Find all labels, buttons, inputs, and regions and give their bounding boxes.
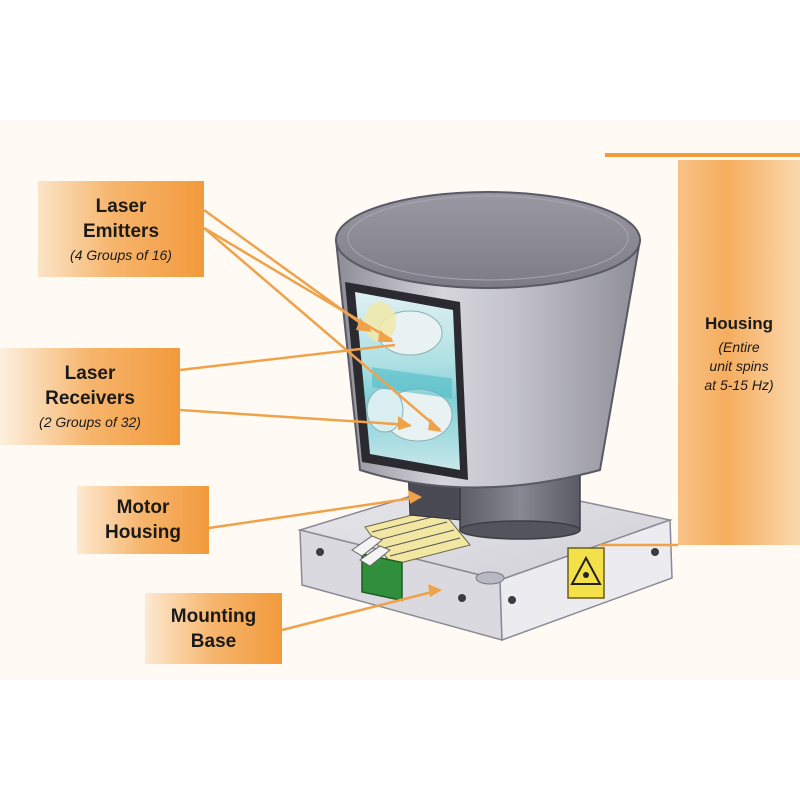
label-laser-emitters-sub: (4 Groups of 16) xyxy=(70,246,172,263)
label-housing-sub: (Entire unit spins at 5-15 Hz) xyxy=(704,338,774,393)
leader-arrowheads xyxy=(356,318,442,597)
leader-lines xyxy=(179,208,678,632)
label-mounting-base-title: Mounting Base xyxy=(170,605,257,652)
label-laser-emitters-title: Laser Emitters xyxy=(82,195,160,242)
label-motor-housing: Motor Housing xyxy=(77,486,209,554)
label-mounting-base: Mounting Base xyxy=(145,593,282,664)
label-housing-title: Housing xyxy=(705,313,773,333)
motor-housing-shape xyxy=(407,467,581,540)
label-laser-receivers: Laser Receivers (2 Groups of 32) xyxy=(0,348,180,445)
label-laser-emitters: Laser Emitters (4 Groups of 16) xyxy=(38,181,204,277)
label-housing: Housing (Entire unit spins at 5-15 Hz) xyxy=(678,160,800,545)
label-laser-receivers-title: Laser Receivers xyxy=(45,363,135,409)
label-laser-receivers-sub: (2 Groups of 32) xyxy=(39,414,141,430)
label-motor-housing-title: Motor Housing xyxy=(105,497,181,543)
